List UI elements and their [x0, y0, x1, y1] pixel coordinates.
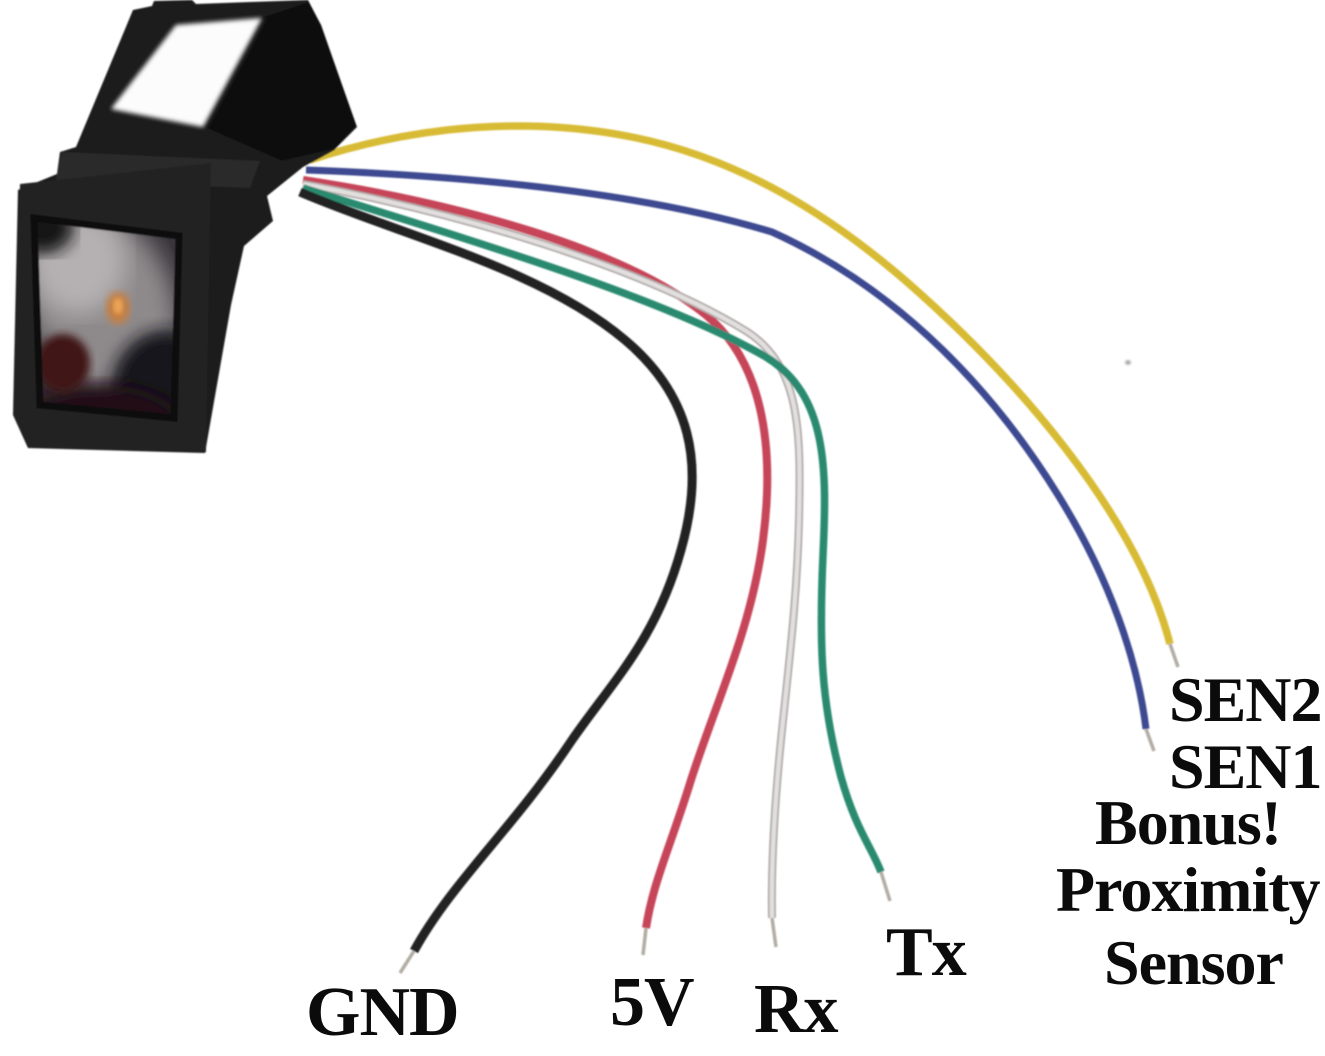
label-5v: 5V — [610, 964, 695, 1041]
shadow-lower-right — [110, 330, 179, 418]
bare-tip-blue — [1144, 728, 1156, 752]
front-window-bevel — [30, 214, 183, 422]
wire-green-tx — [301, 184, 885, 874]
module-back-plate — [204, 2, 356, 161]
label-sen2: SEN2 — [1169, 664, 1322, 735]
bare-wire-tips — [398, 643, 1180, 974]
label-sen1: SEN1 — [1169, 731, 1322, 802]
wire-red-5v — [302, 176, 772, 929]
maroon-blob — [36, 334, 90, 392]
label-sensor: Sensor — [1104, 927, 1284, 998]
bare-tip-white — [770, 917, 778, 948]
wire-black-gnd — [298, 187, 697, 954]
photo-artifact-speck — [1125, 360, 1131, 365]
wire-yellow-sen2 — [308, 122, 1174, 645]
wire-harness — [298, 122, 1180, 974]
fingerprint-module — [13, 0, 357, 453]
wire-blue-sen1 — [305, 166, 1150, 730]
module-top-window — [111, 18, 262, 127]
label-gnd: GND — [306, 974, 460, 1051]
bare-tip-green — [879, 871, 892, 902]
shadow-top-left — [34, 218, 74, 254]
label-rx: Rx — [754, 971, 839, 1048]
bare-tip-red — [641, 927, 648, 956]
front-window-reflections — [34, 218, 179, 418]
led-glow-core — [113, 298, 123, 314]
label-bonus: Bonus! — [1095, 787, 1282, 858]
bare-tip-yellow — [1168, 643, 1180, 668]
label-tx: Tx — [886, 914, 967, 991]
label-proximity: Proximity — [1056, 854, 1321, 925]
wire-white-rx — [302, 181, 802, 919]
bare-tip-black — [398, 950, 416, 974]
